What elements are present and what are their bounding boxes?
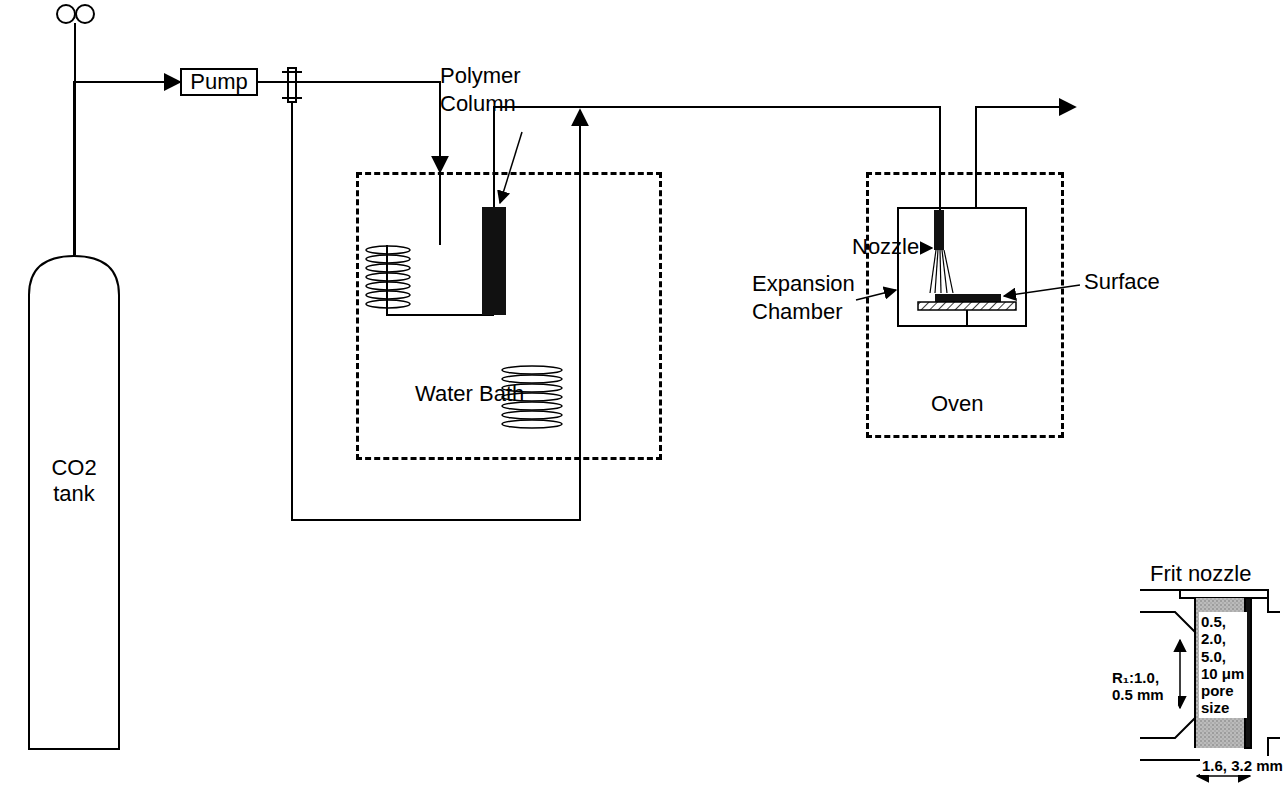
dashed-region: Oven (866, 172, 1064, 438)
dimension-label: R₁:1.0, 0.5 mm (1110, 668, 1178, 705)
part-label: Frit nozzle (1150, 560, 1270, 588)
coil-turn (502, 420, 562, 428)
tank-valve (57, 5, 94, 255)
dashed-region: Water Bath (356, 172, 662, 460)
part-label: Surface (1084, 268, 1184, 296)
tee-valve (282, 68, 302, 102)
node-label: CO2 tank (28, 455, 120, 508)
coil-turn (502, 411, 562, 419)
exhaust-line (976, 107, 1075, 208)
nozzle (934, 210, 944, 250)
flow-line (74, 82, 180, 255)
stage-post (966, 310, 968, 326)
spray (930, 250, 953, 293)
coil-line (387, 172, 494, 315)
stage (918, 302, 1016, 310)
dimension-label: 1.6, 3.2 mm (1200, 756, 1284, 775)
node-label: Water Bath (415, 381, 659, 407)
part-label: Nozzle (852, 233, 932, 261)
expansion-chamber (898, 208, 1026, 326)
dimension-label: 0.5, 2.0, 5.0, 10 μm pore size (1199, 612, 1247, 718)
surface (935, 294, 1001, 302)
column-outlet (493, 172, 495, 207)
process-box: Pump (180, 68, 258, 96)
part-label: Expansion Chamber (752, 270, 862, 325)
flow-line (258, 82, 440, 172)
flow-line (494, 107, 940, 172)
gas-tank: CO2 tank (28, 255, 120, 750)
part-label: Polymer Column (440, 62, 550, 117)
node-label: Oven (931, 391, 1061, 417)
coil-turn (502, 366, 562, 374)
nozzle-feed (939, 172, 941, 210)
node-label: Pump (190, 69, 247, 95)
polymer-column (482, 207, 506, 315)
